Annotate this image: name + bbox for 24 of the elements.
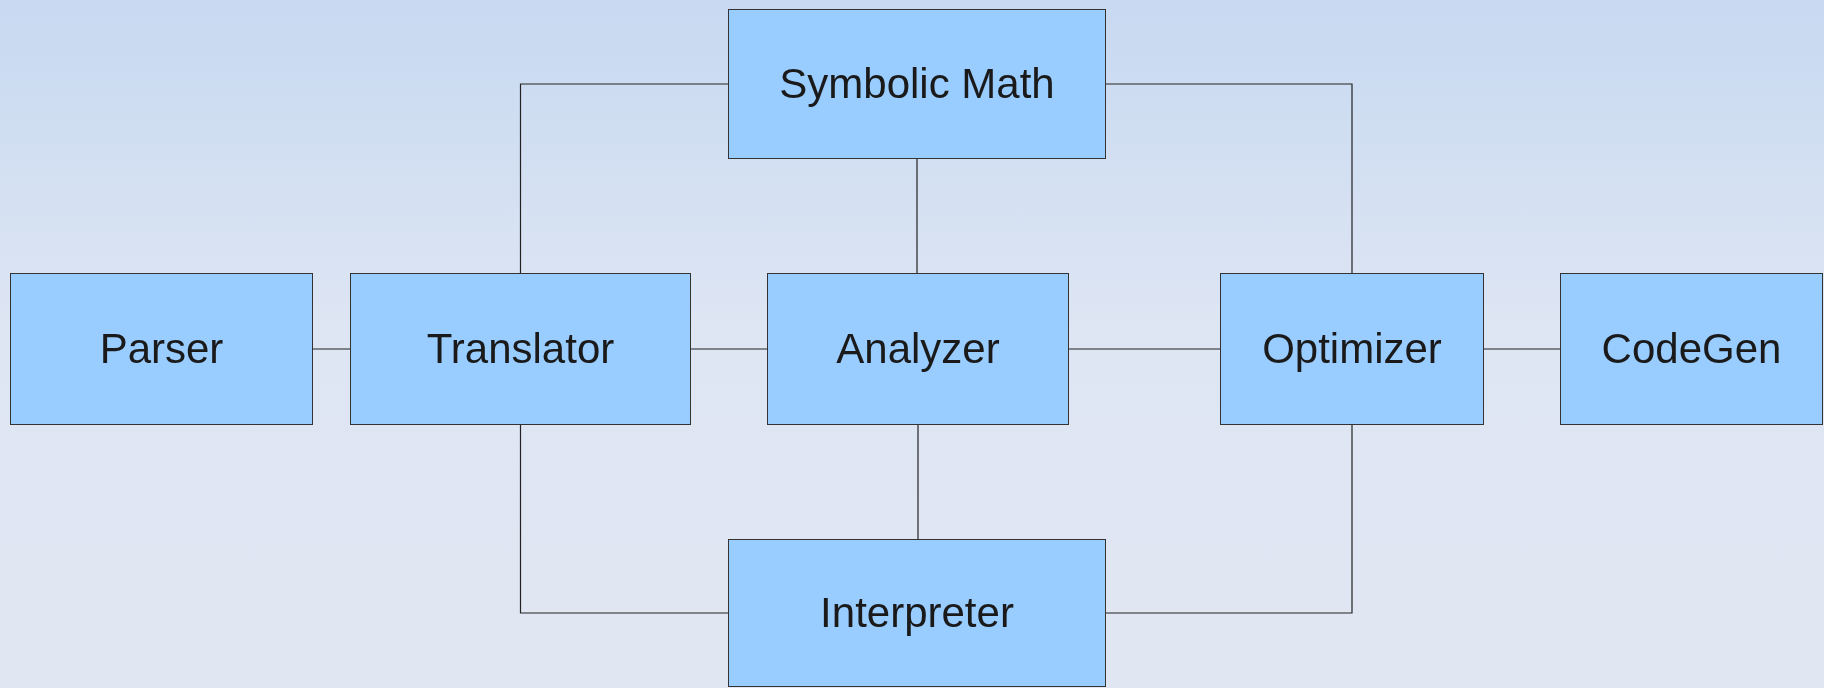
box-label: CodeGen bbox=[1601, 328, 1782, 370]
box-label: Optimizer bbox=[1262, 328, 1442, 370]
connector-line bbox=[312, 348, 351, 350]
process-box bbox=[728, 539, 1106, 687]
connector-line bbox=[1105, 424, 1353, 614]
box-label: Symbolic Math bbox=[779, 63, 1055, 105]
connector-line bbox=[1105, 83, 1353, 274]
box-label: Interpreter bbox=[820, 592, 1014, 634]
connector-line bbox=[917, 424, 919, 540]
process-box bbox=[728, 9, 1106, 159]
process-box bbox=[1220, 273, 1484, 425]
connector-line bbox=[519, 424, 729, 614]
box-label: Translator bbox=[426, 328, 615, 370]
connector-line bbox=[1068, 348, 1221, 350]
box-label: Analyzer bbox=[836, 328, 1000, 370]
connector-line bbox=[916, 158, 918, 274]
process-box bbox=[10, 273, 313, 425]
process-box bbox=[767, 273, 1069, 425]
process-box bbox=[350, 273, 691, 425]
box-label: Parser bbox=[99, 328, 224, 370]
connector-line bbox=[690, 348, 768, 350]
connector-line bbox=[519, 83, 729, 274]
connector-line bbox=[1483, 348, 1561, 350]
process-box bbox=[1560, 273, 1823, 425]
